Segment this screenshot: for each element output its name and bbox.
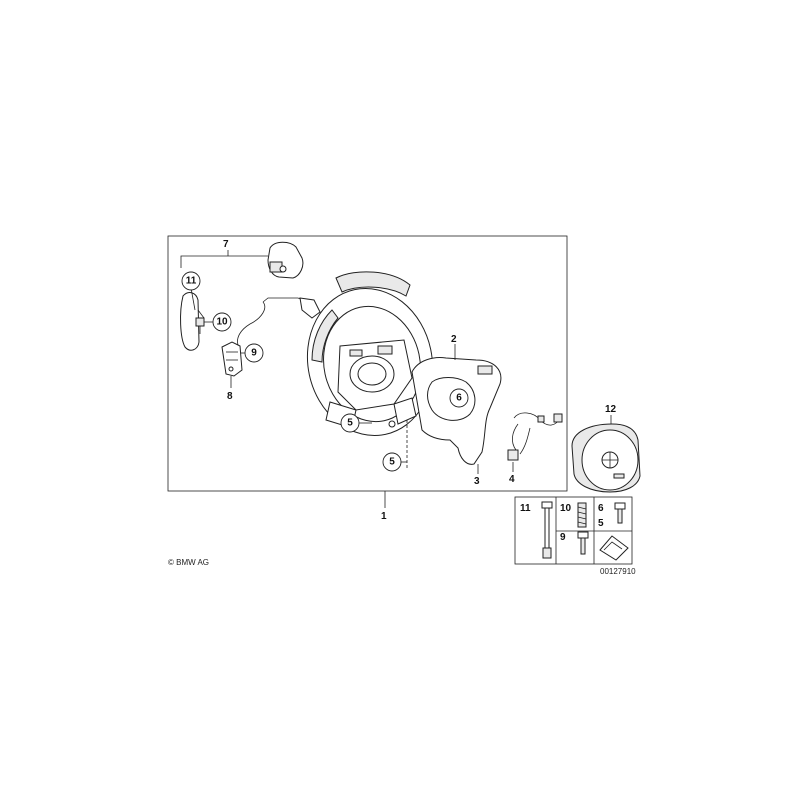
callout-circle-5b	[382, 452, 402, 472]
callout-5a: 5	[347, 418, 353, 429]
bolt-icon	[541, 501, 553, 559]
callout-4: 4	[509, 474, 515, 485]
leader-7	[180, 255, 268, 268]
callout-12: 12	[605, 404, 617, 415]
fastener-legend: 11 10 9 6 5	[514, 496, 633, 565]
legend-5: 5	[598, 518, 604, 529]
drawing-number: 00127910	[600, 567, 636, 576]
paddle-wire	[237, 301, 266, 346]
legend-9: 9	[560, 532, 566, 543]
spring-icon	[577, 502, 587, 528]
callout-circle-9	[244, 343, 264, 363]
callout-10: 10	[216, 317, 228, 328]
shift-paddle-icon	[267, 241, 304, 279]
callout-7: 7	[223, 239, 229, 250]
clip-icon	[599, 535, 629, 561]
callout-circle-11	[181, 271, 201, 291]
legend-11: 11	[520, 503, 531, 514]
cover-trim-icon	[411, 357, 502, 465]
legend-6: 6	[598, 503, 604, 514]
screw-icon	[577, 531, 589, 555]
callout-9: 9	[251, 348, 257, 359]
callout-8: 8	[227, 391, 233, 402]
callout-circle-6	[449, 388, 469, 408]
steering-wheel-icon	[306, 271, 434, 437]
screw-icon	[614, 502, 626, 524]
callout-circle-10	[212, 312, 232, 332]
wiring-harness-icon	[507, 412, 563, 461]
callout-1: 1	[381, 511, 387, 522]
legend-10: 10	[560, 503, 572, 514]
shift-paddle-icon	[180, 292, 205, 351]
callout-2: 2	[451, 334, 457, 345]
assembly-frame	[167, 235, 568, 492]
switch-module-icon	[221, 341, 243, 377]
callout-6: 6	[456, 393, 462, 404]
callout-3: 3	[474, 476, 480, 487]
callout-5b: 5	[389, 457, 395, 468]
copyright: © BMW AG	[168, 558, 209, 567]
callout-11: 11	[186, 276, 197, 287]
airbag-module-icon	[571, 423, 641, 493]
